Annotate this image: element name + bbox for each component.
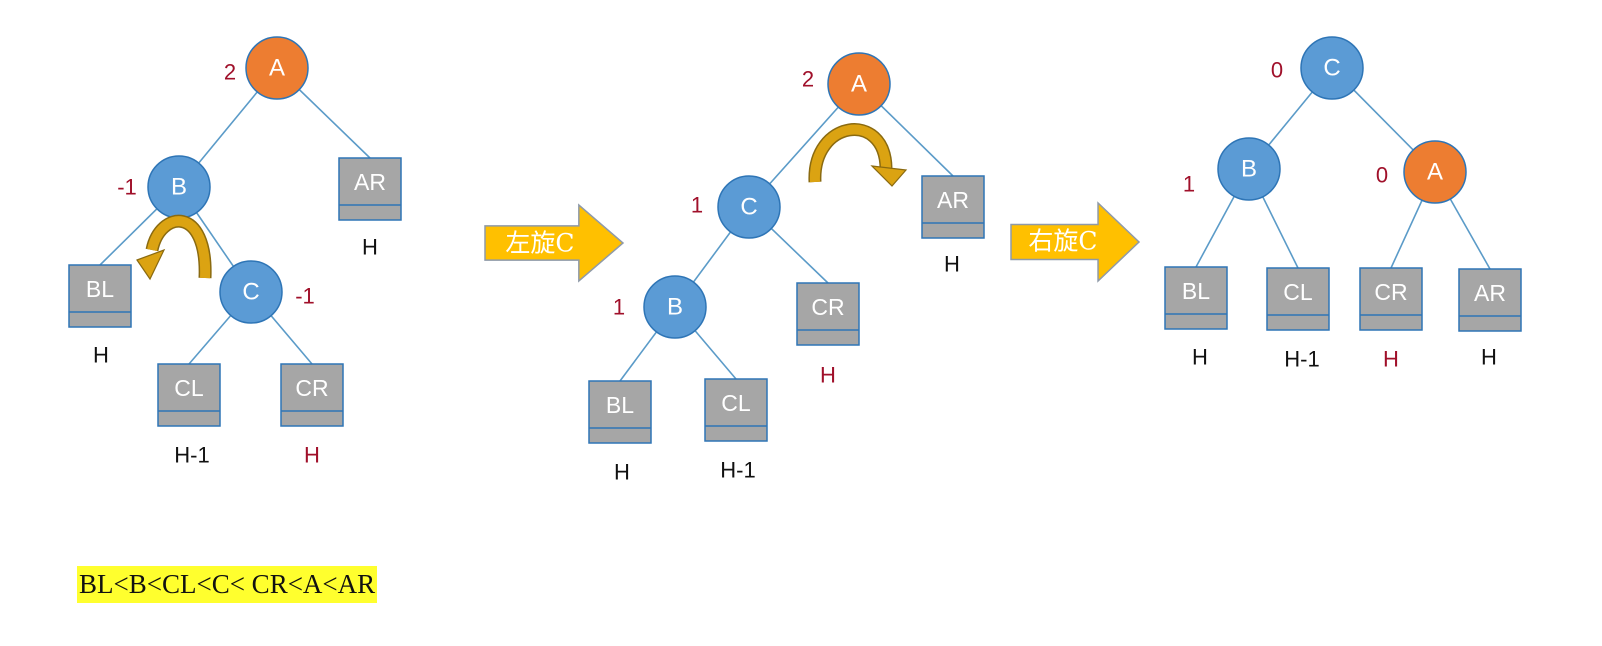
subtree-box <box>704 378 768 442</box>
subtree-bl: BL H <box>1164 266 1228 370</box>
node-a: A2 <box>802 52 891 116</box>
subtree-cl: CL H-1 <box>704 378 768 483</box>
node-label: C <box>242 279 259 306</box>
node-label: B <box>1241 156 1257 183</box>
balance-factor: 1 <box>691 193 703 218</box>
node-circle <box>245 36 309 100</box>
subtree-label: BL <box>86 276 114 302</box>
subtree-height: H-1 <box>720 458 755 483</box>
step-arrow-shape <box>484 203 625 283</box>
subtree-box <box>338 157 402 221</box>
subtree-box <box>1458 268 1522 332</box>
node-label: C <box>740 194 757 221</box>
node-circle <box>1300 36 1364 100</box>
balance-factor: 0 <box>1376 163 1388 188</box>
subtree-height: H <box>1192 345 1208 370</box>
node-circle <box>1403 140 1467 204</box>
balance-factor: -1 <box>117 175 137 200</box>
balance-factor: 0 <box>1271 58 1283 83</box>
node-c: C -1 <box>219 260 315 324</box>
step-label: 右旋C <box>1028 227 1097 256</box>
node-b: B -1 <box>117 155 211 219</box>
node-c: C0 <box>1271 36 1364 100</box>
subtree-label: CL <box>1283 279 1313 305</box>
subtree-bl: BL H <box>588 380 652 485</box>
subtree-box <box>1164 266 1228 330</box>
subtree-height: H <box>820 363 836 388</box>
node-label: A <box>851 71 867 98</box>
subtree-label: AR <box>1474 280 1506 306</box>
node-label: B <box>171 174 187 201</box>
node-c: C1 <box>691 175 781 239</box>
node-label: B <box>667 294 683 321</box>
step-arrow-1: 左旋C <box>484 203 625 283</box>
node-a: A0 <box>1376 140 1467 204</box>
subtree-label: BL <box>606 392 634 418</box>
step-arrow-shape <box>1010 201 1141 283</box>
subtree-label: BL <box>1182 278 1210 304</box>
node-label: A <box>1427 159 1443 186</box>
node-circle <box>717 175 781 239</box>
node-label: A <box>269 55 285 82</box>
node-label: C <box>1323 55 1340 82</box>
rotate-right-arrow <box>808 123 908 187</box>
subtree-box <box>280 363 344 427</box>
subtree-height: H-1 <box>1284 347 1319 372</box>
subtree-cr: CR H <box>280 363 344 468</box>
balance-factor: 2 <box>224 60 236 85</box>
subtree-ar: AR H <box>921 175 985 277</box>
subtree-box <box>157 363 221 427</box>
subtree-label: AR <box>354 169 386 195</box>
balance-factor: 1 <box>1183 172 1195 197</box>
subtree-height: H <box>362 235 378 260</box>
subtree-height: H <box>614 460 630 485</box>
subtree-label: CR <box>811 294 844 320</box>
balance-factor: 2 <box>802 67 814 92</box>
subtree-box <box>921 175 985 239</box>
subtree-cl: CL H-1 <box>157 363 221 468</box>
subtree-label: CL <box>174 375 204 401</box>
subtree-height: H <box>1383 347 1399 372</box>
subtree-box <box>1359 267 1423 331</box>
subtree-cr: CR H <box>1359 267 1423 372</box>
node-circle <box>643 275 707 339</box>
subtree-height: H <box>304 443 320 468</box>
balance-factor: -1 <box>295 284 315 309</box>
subtree-height: H <box>93 343 109 368</box>
node-circle <box>827 52 891 116</box>
ordering-highlight: BL<B<CL<C< CR<A<AR <box>77 566 378 603</box>
node-circle <box>1217 137 1281 201</box>
subtree-ar: AR H <box>338 157 402 260</box>
step-label: 左旋C <box>505 229 574 258</box>
node-b: B1 <box>1183 137 1281 201</box>
subtree-cr: CR H <box>796 282 860 388</box>
subtree-cl: CL H-1 <box>1266 267 1330 372</box>
subtree-height: H <box>1481 345 1497 370</box>
subtree-label: CL <box>721 390 751 416</box>
node-circle <box>219 260 283 324</box>
subtree-bl: BL H <box>68 264 132 368</box>
subtree-label: CR <box>295 375 328 401</box>
node-b: B1 <box>613 275 707 339</box>
subtree-label: CR <box>1374 279 1407 305</box>
subtree-box <box>1266 267 1330 331</box>
subtree-ar: AR H <box>1458 268 1522 370</box>
balance-factor: 1 <box>613 295 625 320</box>
rotate-left-arrow <box>136 214 212 281</box>
subtree-label: AR <box>937 187 969 213</box>
subtree-box <box>796 282 860 346</box>
subtree-height: H-1 <box>174 443 209 468</box>
subtree-height: H <box>944 252 960 277</box>
step-arrow-2: 右旋C <box>1010 201 1141 283</box>
subtree-box <box>68 264 132 328</box>
subtree-box <box>588 380 652 444</box>
node-a: A2 <box>224 36 309 100</box>
